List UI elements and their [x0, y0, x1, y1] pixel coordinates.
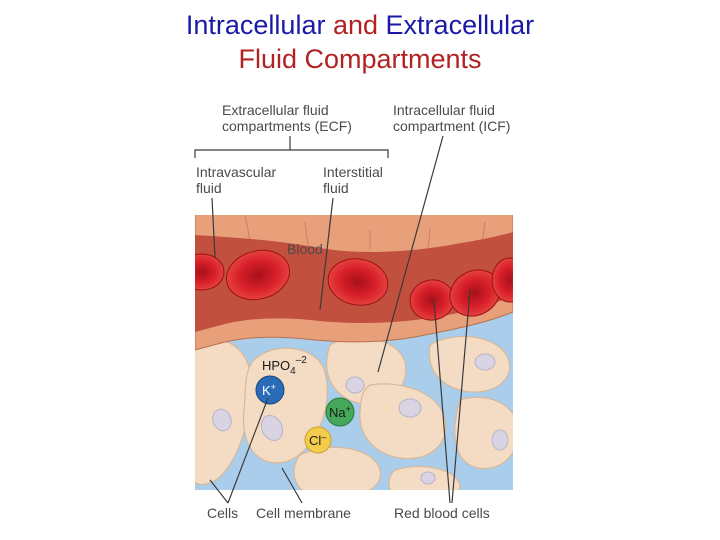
svg-text:HPO4–2: HPO4–2	[262, 355, 307, 377]
ecf-label-line2: compartments (ECF)	[222, 118, 352, 134]
cells-label: Cells	[207, 505, 238, 521]
cell-membrane-label: Cell membrane	[256, 505, 351, 521]
ion-sodium: Na+	[325, 397, 355, 427]
ecf-label-line1: Extracellular fluid	[222, 102, 329, 118]
interstitial-label-line1: Interstitial	[323, 164, 383, 180]
blood-label: Blood	[287, 241, 323, 257]
title-fluid-compartments: Fluid Compartments	[238, 44, 482, 74]
cl-superscript: –	[321, 432, 326, 442]
tissue-cell	[359, 383, 447, 460]
tissue-cells	[195, 335, 513, 490]
na-label: Na	[329, 405, 346, 420]
nucleus	[212, 408, 232, 432]
nucleus	[420, 471, 436, 485]
hpo4-superscript: –2	[296, 355, 308, 366]
hpo4-subscript: 4	[290, 366, 296, 377]
intravascular-label-line1: Intravascular	[196, 164, 276, 180]
red-blood-cell	[195, 253, 225, 291]
illustration-panel	[195, 215, 513, 490]
icf-label-line1: Intracellular fluid	[393, 102, 495, 118]
ecf-bracket	[194, 136, 389, 158]
svg-text:Cl–: Cl–	[309, 432, 326, 448]
title-extracellular: Extracellular	[385, 10, 535, 40]
intravascular-label-line2: fluid	[196, 180, 222, 196]
cell-membrane-leader	[281, 467, 303, 504]
title-and: and	[332, 10, 379, 40]
ion-hpo4: HPO4–2	[262, 355, 307, 377]
k-label: K	[262, 383, 271, 398]
cell-nuclei	[212, 353, 509, 485]
k-superscript: +	[271, 382, 276, 392]
cells-leader	[209, 397, 269, 504]
icf-leader	[377, 135, 444, 373]
svg-text:Na+: Na+	[329, 404, 351, 420]
na-superscript: +	[346, 404, 351, 414]
ion-potassium: K+	[255, 375, 285, 405]
red-blood-cell	[491, 257, 513, 303]
nucleus	[398, 398, 422, 418]
red-blood-cell	[327, 258, 389, 306]
nucleus	[491, 429, 509, 451]
red-blood-cells	[195, 249, 513, 321]
intravascular-leader	[211, 197, 216, 259]
tissue-cell	[293, 446, 381, 490]
ion-chloride: Cl–	[304, 426, 332, 454]
interstitial-leader	[319, 197, 334, 311]
icf-label-line2: compartment (ICF)	[393, 118, 510, 134]
red-blood-cells-label: Red blood cells	[394, 505, 490, 521]
tissue-cell	[428, 335, 511, 393]
svg-text:K+: K+	[262, 382, 276, 398]
interstitial-label-line2: fluid	[323, 180, 349, 196]
nucleus	[345, 376, 365, 394]
nucleus	[260, 414, 284, 442]
tissue-cell	[454, 396, 513, 470]
vessel-wall-segments	[244, 215, 486, 251]
red-blood-cell	[225, 249, 291, 301]
page-title: Intracellular and Extracellular Fluid Co…	[0, 8, 720, 76]
red-blood-cells-leader	[433, 289, 471, 504]
cl-label: Cl	[309, 433, 321, 448]
hpo4-label: HPO	[262, 358, 290, 373]
nucleus	[474, 353, 496, 371]
title-intracellular: Intracellular	[185, 10, 326, 40]
